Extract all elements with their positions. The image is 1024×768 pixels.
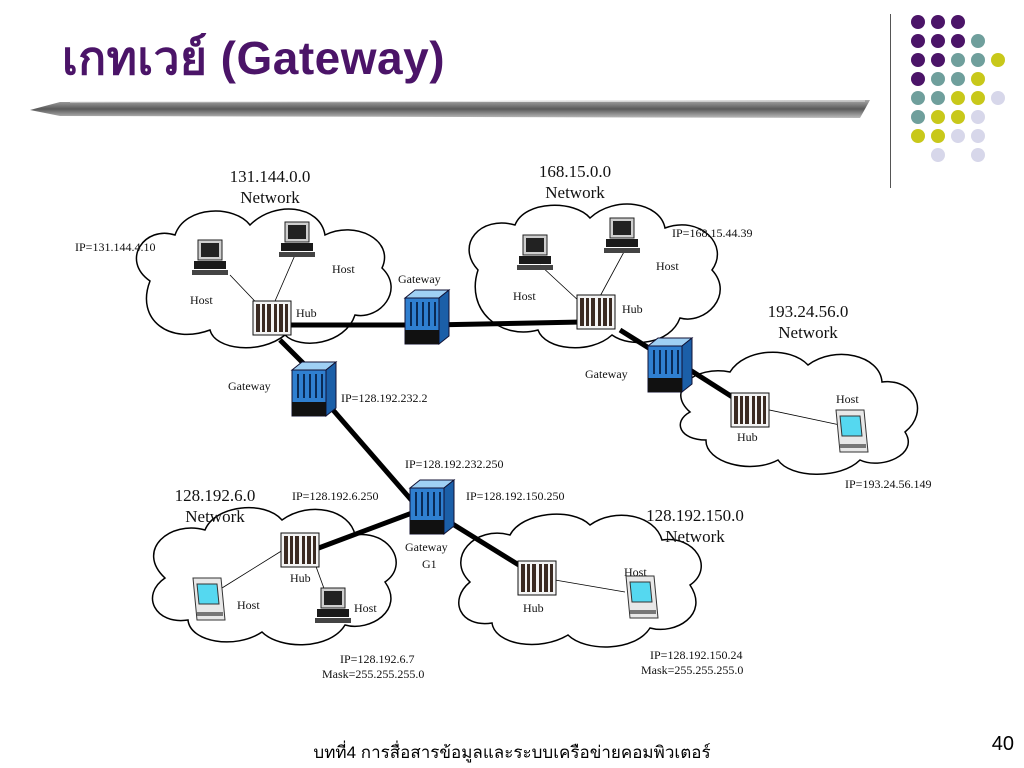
gateway-label: Gateway	[398, 272, 441, 286]
decorative-dot	[991, 53, 1005, 67]
gateway-name-label: G1	[422, 557, 437, 571]
decorative-dot	[951, 129, 965, 143]
ip-address-label: IP=128.192.6.250	[292, 489, 378, 503]
hub-label: Hub	[296, 306, 317, 320]
gateway-label: Gateway	[585, 367, 628, 381]
decorative-dot	[991, 91, 1005, 105]
decorative-dot	[931, 72, 945, 86]
decorative-dot	[951, 15, 965, 29]
network-address-label: 168.15.0.0	[539, 162, 611, 181]
decorative-dot	[911, 53, 925, 67]
network-label: Network	[778, 323, 838, 342]
ip-address-label: IP=128.192.150.24	[650, 648, 742, 662]
network-label: Network	[665, 527, 725, 546]
host-label: Host	[836, 392, 859, 406]
gateway-network-diagram: 131.144.0.0 Network 168.15.0.0 Network 1…	[75, 162, 931, 681]
decorative-dot	[911, 110, 925, 124]
gateway-label: Gateway	[405, 540, 448, 554]
decorative-dot	[911, 15, 925, 29]
hub-label: Hub	[622, 302, 643, 316]
host-label: Host	[332, 262, 355, 276]
decorative-dot	[931, 129, 945, 143]
decorative-dot	[971, 72, 985, 86]
decorative-dot-grid	[911, 15, 1005, 162]
decorative-dot	[911, 34, 925, 48]
network-label: Network	[185, 507, 245, 526]
decorative-dot	[931, 91, 945, 105]
decorative-dot	[971, 148, 985, 162]
decorative-dot	[931, 15, 945, 29]
decorative-vertical-line	[890, 14, 891, 188]
macintosh-computer-icon	[192, 577, 226, 621]
decorative-dot	[971, 91, 985, 105]
ip-address-label: IP=168.15.44.39	[672, 226, 752, 240]
decorative-dot	[971, 110, 985, 124]
host-label: Host	[656, 259, 679, 273]
page-number: 40	[991, 733, 1014, 755]
network-label: Network	[240, 188, 300, 207]
decorative-dot	[951, 110, 965, 124]
network-address-label: 193.24.56.0	[768, 302, 849, 321]
decorative-dot	[951, 91, 965, 105]
hub-icon	[730, 392, 770, 428]
ip-address-label: IP=128.192.232.2	[341, 391, 427, 405]
decorative-dot	[951, 53, 965, 67]
decorative-dot	[911, 91, 925, 105]
title-underline	[30, 100, 870, 118]
decorative-dot	[931, 110, 945, 124]
decorative-dot	[931, 34, 945, 48]
ip-address-label: IP=131.144.4.10	[75, 240, 155, 254]
subnet-mask-label: Mask=255.255.255.0	[322, 667, 424, 681]
decorative-dot	[911, 72, 925, 86]
hub-label: Hub	[523, 601, 544, 615]
ip-address-label: IP=193.24.56.149	[845, 477, 931, 491]
decorative-dot	[931, 148, 945, 162]
network-label: Network	[545, 183, 605, 202]
hub-label: Hub	[737, 430, 758, 444]
gateway-g1-icon	[409, 479, 455, 535]
decorative-dot	[951, 34, 965, 48]
network-address-label: 128.192.150.0	[646, 506, 744, 525]
network-address-label: 128.192.6.0	[175, 486, 256, 505]
hub-icon	[280, 532, 320, 568]
host-label: Host	[624, 565, 647, 579]
decorative-dot	[971, 53, 985, 67]
slide-title: เกทเวย์ (Gateway)	[62, 32, 446, 84]
decorative-dot	[971, 129, 985, 143]
decorative-dot	[931, 53, 945, 67]
subnet-mask-label: Mask=255.255.255.0	[641, 663, 743, 677]
gateway-icon	[404, 289, 450, 345]
slide-footer: บทที่4 การสื่อสารข้อมูลและระบบเครือข่ายค…	[313, 743, 711, 762]
decorative-dot	[951, 72, 965, 86]
cloud-128-192-6	[151, 507, 397, 646]
network-address-label: 131.144.0.0	[230, 167, 311, 186]
hub-icon	[576, 294, 616, 330]
host-label: Host	[513, 289, 536, 303]
hub-icon	[517, 560, 557, 596]
ip-address-label: IP=128.192.232.250	[405, 457, 503, 471]
macintosh-computer-icon	[625, 575, 659, 619]
hub-icon	[252, 300, 292, 336]
host-label: Host	[354, 601, 377, 615]
host-label: Host	[190, 293, 213, 307]
cloud-193-24	[679, 351, 919, 475]
macintosh-computer-icon	[835, 409, 869, 453]
decorative-dot	[911, 129, 925, 143]
gateway-label: Gateway	[228, 379, 271, 393]
host-label: Host	[237, 598, 260, 612]
decorative-dot	[971, 34, 985, 48]
ip-address-label: IP=128.192.6.7	[340, 652, 414, 666]
gateway-icon	[291, 361, 337, 417]
gateway-icon	[647, 337, 693, 393]
hub-label: Hub	[290, 571, 311, 585]
ip-address-label: IP=128.192.150.250	[466, 489, 564, 503]
